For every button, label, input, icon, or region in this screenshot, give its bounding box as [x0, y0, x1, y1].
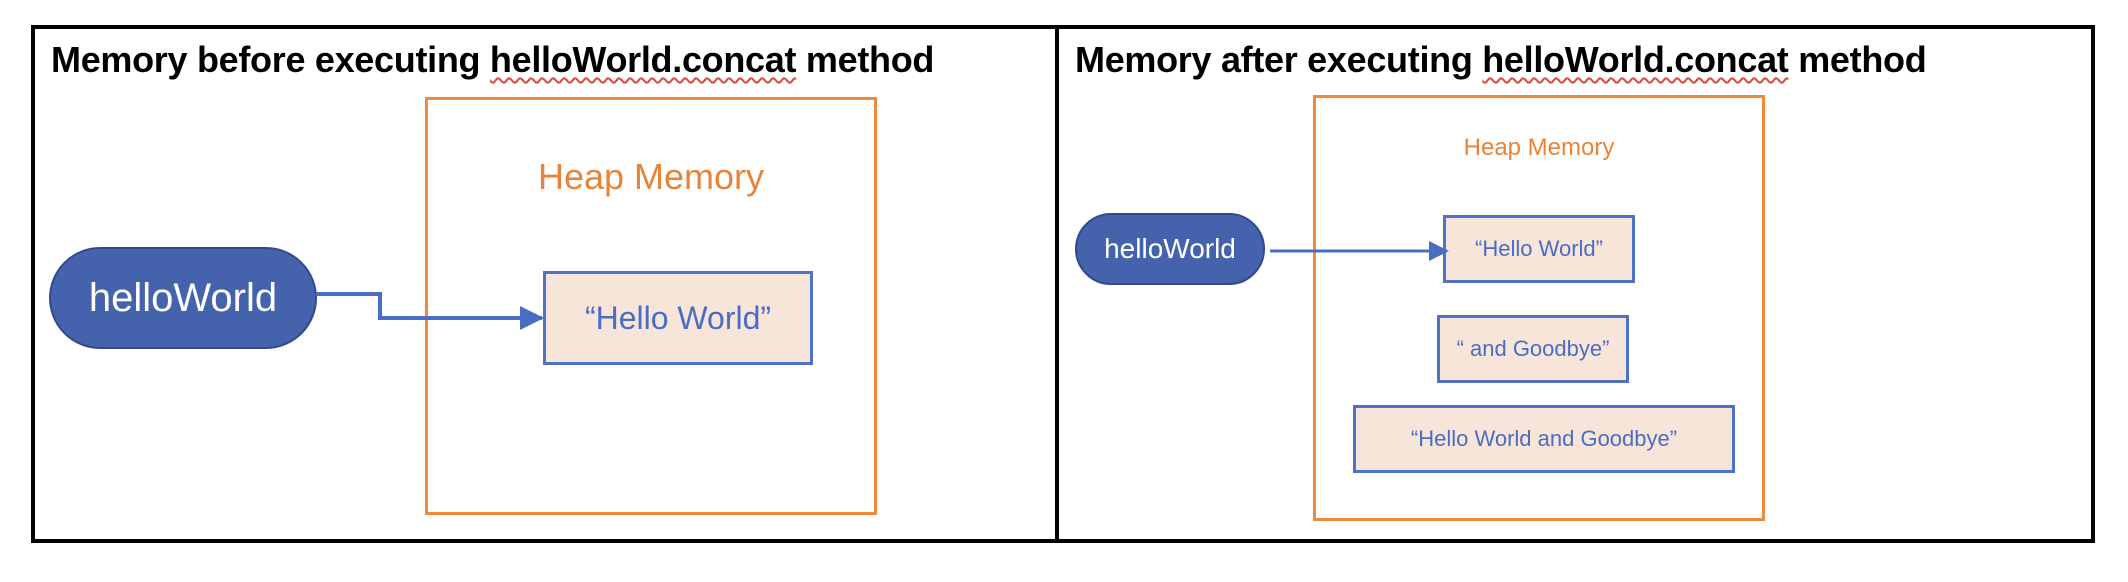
variable-helloworld: helloWorld — [1075, 213, 1265, 285]
title-prefix: Memory after executing — [1075, 39, 1483, 80]
panel-after: Memory after executing helloWorld.concat… — [1059, 29, 2091, 539]
panel-after-title: Memory after executing helloWorld.concat… — [1075, 39, 1927, 81]
string-hello-world: “Hello World” — [543, 271, 813, 365]
string-hello-world: “Hello World” — [1443, 215, 1635, 283]
heap-memory-box: Heap Memory — [1313, 95, 1765, 521]
panel-before: Memory before executing helloWorld.conca… — [35, 29, 1059, 539]
diagram-frame: Memory before executing helloWorld.conca… — [31, 25, 2095, 543]
heap-memory-label: Heap Memory — [1463, 134, 1615, 161]
variable-helloworld: helloWorld — [49, 247, 317, 349]
title-suffix: method — [1788, 39, 1927, 80]
title-prefix: Memory before executing — [51, 39, 490, 80]
title-method-name: helloWorld.concat — [489, 39, 797, 80]
string-hello-world-and-goodbye: “Hello World and Goodbye” — [1353, 405, 1735, 473]
title-method-name: helloWorld.concat — [1482, 39, 1789, 80]
title-suffix: method — [796, 39, 935, 80]
string-and-goodbye: “ and Goodbye” — [1437, 315, 1629, 383]
heap-memory-label: Heap Memory — [537, 156, 765, 197]
panel-before-title: Memory before executing helloWorld.conca… — [51, 39, 934, 81]
